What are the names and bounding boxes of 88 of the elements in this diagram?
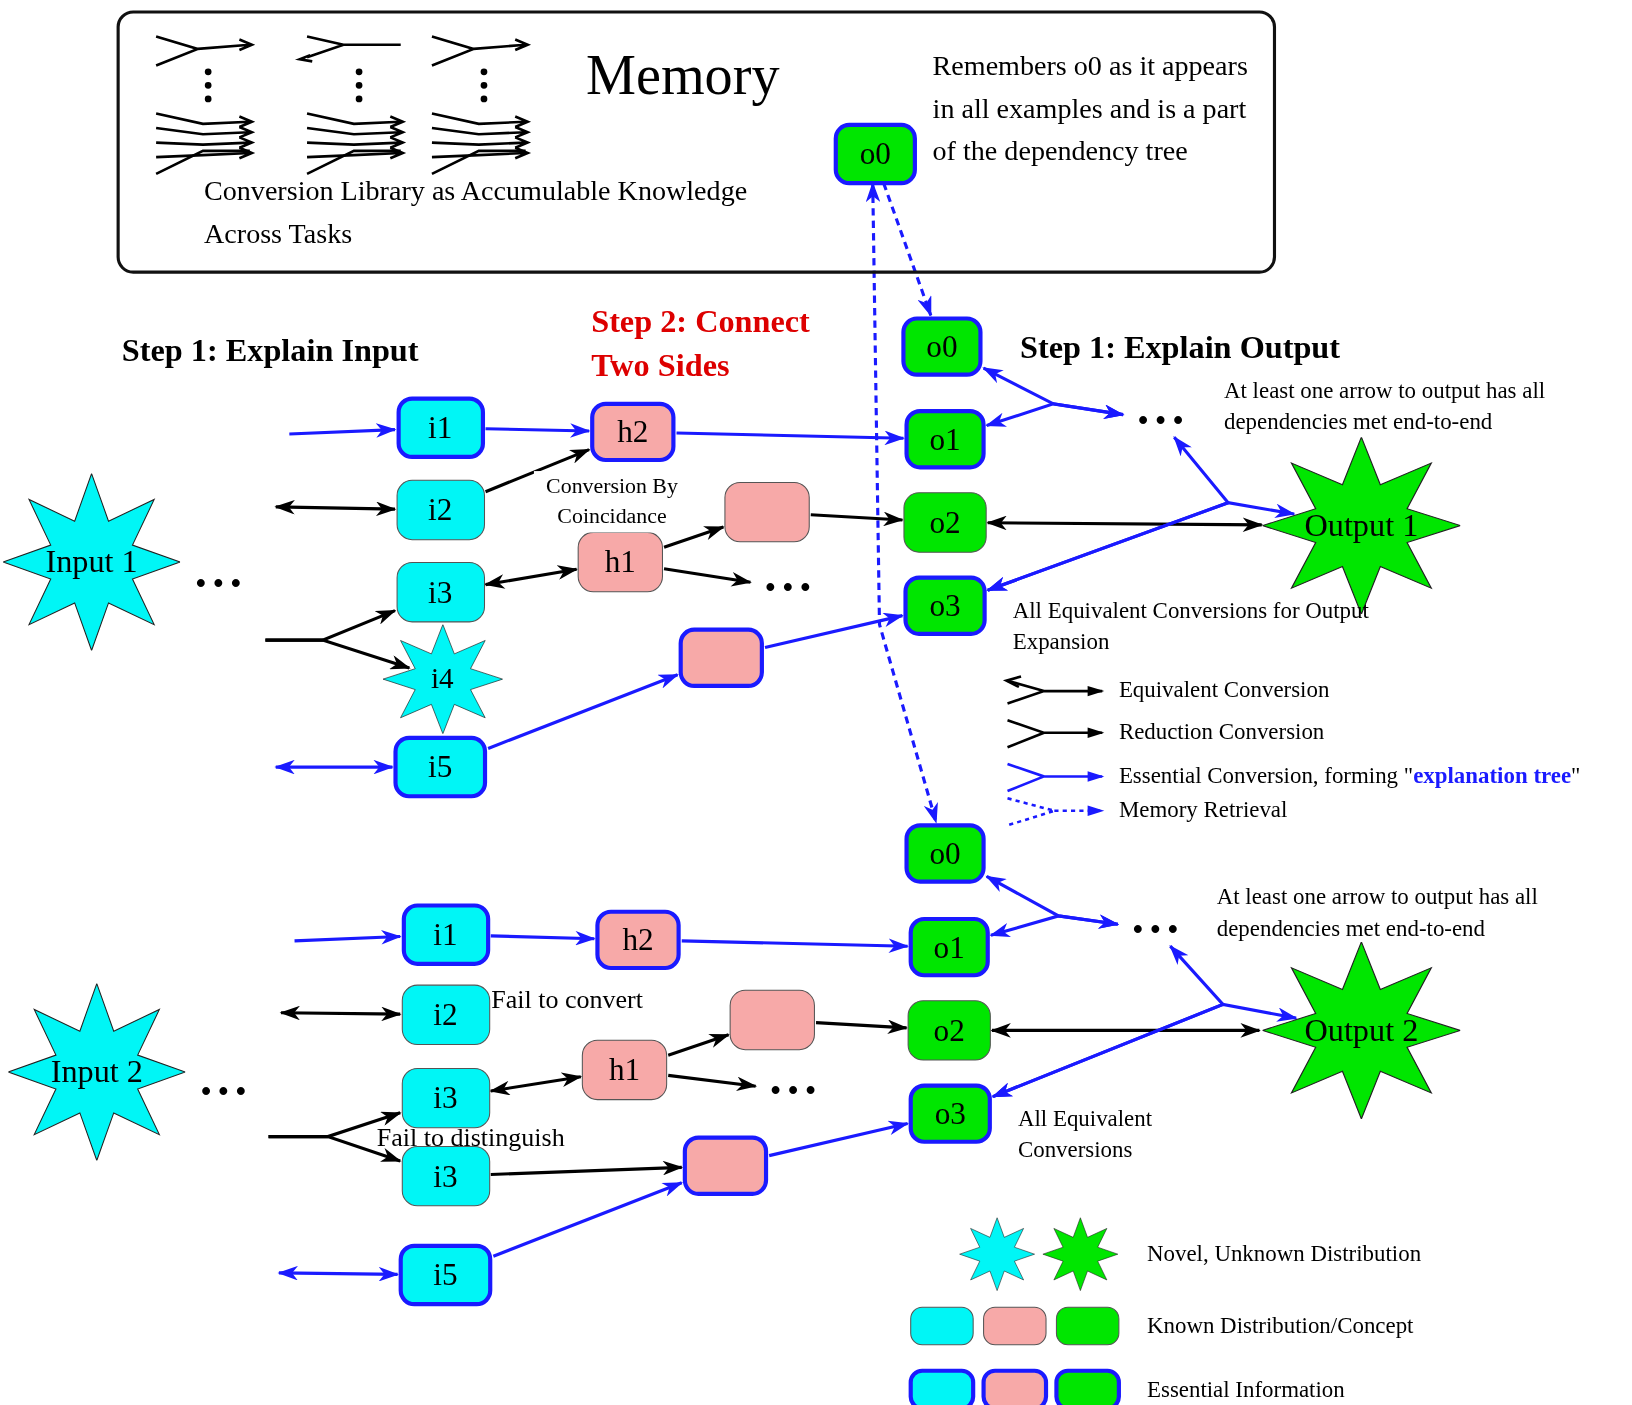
concept-box: h2 xyxy=(590,401,676,463)
arrow xyxy=(986,515,1264,533)
arrow xyxy=(489,1072,583,1096)
arrow xyxy=(810,511,904,527)
concept-box: h1 xyxy=(577,531,663,593)
empty-concept-box xyxy=(678,627,764,688)
concept-box: o0 xyxy=(833,122,917,186)
concept-box: i1 xyxy=(401,903,490,966)
arrow xyxy=(274,759,394,775)
concept-box: i1 xyxy=(396,396,485,459)
concept-box: o1 xyxy=(904,409,986,470)
arrow xyxy=(274,499,397,517)
concept-box: o2 xyxy=(907,1000,991,1061)
concept-box: i5 xyxy=(393,735,488,799)
arrow xyxy=(490,930,596,946)
node-label: Output 1 xyxy=(1304,506,1419,545)
annotation-text: All Equivalent Conversions for Output Expansion xyxy=(1012,596,1370,657)
panel-text: Remembers o0 as it appears in all examples and is a part of the dependency tree xyxy=(932,48,1249,168)
annotation-text: At least one arrow to output has all dependencies met end-to-end xyxy=(1216,882,1539,943)
arrow xyxy=(492,1181,684,1258)
arrow xyxy=(815,1019,908,1035)
legend-text: Known Distribution/Concept xyxy=(1147,1312,1414,1340)
panel-text: Conversion Library as Accumulable Knowledge Across Tasks xyxy=(204,173,749,251)
ellipsis-mark: • • • xyxy=(1118,913,1192,946)
concept-box: o1 xyxy=(908,916,990,978)
ellipsis-mark: • • • xyxy=(1124,404,1197,437)
ellipsis-mark: • • • xyxy=(195,566,242,602)
arrow xyxy=(484,448,591,494)
arrow xyxy=(681,938,910,954)
arrow xyxy=(764,612,904,650)
arrow xyxy=(490,1160,684,1176)
arrow xyxy=(990,1023,1261,1038)
concept-box: i5 xyxy=(398,1243,493,1307)
arrow xyxy=(279,1005,402,1022)
concept-box: o0 xyxy=(901,316,983,377)
node-label: Output 2 xyxy=(1304,1011,1419,1050)
arrow xyxy=(668,1073,758,1092)
ellipsis-mark: • • • xyxy=(751,572,825,604)
arrow xyxy=(667,1033,730,1057)
legend-text: Memory Retrieval xyxy=(1118,796,1288,824)
arrow xyxy=(265,638,411,670)
empty-concept-box xyxy=(682,1135,769,1196)
annotation-text: At least one arrow to output has all dependencies met end-to-end xyxy=(1224,375,1547,436)
concept-box: i3 xyxy=(401,1145,490,1207)
step-heading: Step 2: Connect Two Sides xyxy=(591,301,811,385)
ellipsis-mark: • • • xyxy=(200,1074,248,1110)
arrow xyxy=(676,430,905,446)
concept-box: i2 xyxy=(401,984,490,1045)
arrow xyxy=(989,914,1120,938)
concept-box: o0 xyxy=(904,823,986,884)
concept-box: h2 xyxy=(595,909,681,971)
arrow xyxy=(485,423,591,438)
legend-text: Equivalent Conversion xyxy=(1118,676,1330,704)
empty-concept-box xyxy=(729,989,815,1051)
legend-text: Reduction Conversion xyxy=(1118,718,1325,746)
arrow xyxy=(985,402,1125,428)
legend-text: Essential Conversion, forming "explanation tree" xyxy=(1118,761,1581,789)
arrow xyxy=(986,436,1231,592)
arrow xyxy=(484,565,579,589)
arrow xyxy=(268,1135,402,1163)
arrow xyxy=(294,930,402,945)
arrow xyxy=(277,1265,400,1282)
concept-box: i3 xyxy=(396,562,485,623)
concept-box: o3 xyxy=(908,1083,992,1144)
arrow xyxy=(663,567,752,587)
ellipsis-mark: • • • xyxy=(756,1075,830,1107)
legend-text: Essential Information xyxy=(1147,1375,1345,1403)
node-label: Input 2 xyxy=(50,1053,143,1091)
memory-panel xyxy=(116,9,1277,274)
arrow xyxy=(768,1120,909,1158)
concept-box: i2 xyxy=(396,479,485,541)
concept-box: i3 xyxy=(401,1067,490,1129)
arrow xyxy=(289,423,397,438)
concept-box: o3 xyxy=(903,575,987,636)
step-heading: Step 1: Explain Input xyxy=(121,331,420,371)
concept-box: h1 xyxy=(581,1039,668,1101)
empty-concept-box xyxy=(724,481,810,543)
concept-box: o2 xyxy=(903,492,987,553)
arrow xyxy=(487,673,679,750)
annotation-text: Fail to convert xyxy=(491,983,645,1015)
panel-title: Memory xyxy=(586,42,780,107)
node-label: i4 xyxy=(431,661,454,696)
annotation-text: All Equivalent Conversions xyxy=(1017,1104,1154,1165)
legend-text: Novel, Unknown Distribution xyxy=(1147,1240,1422,1268)
arrow xyxy=(663,525,725,549)
step-heading: Step 1: Explain Output xyxy=(1020,327,1342,368)
node-label: Input 1 xyxy=(45,543,138,581)
arrow xyxy=(991,945,1226,1099)
